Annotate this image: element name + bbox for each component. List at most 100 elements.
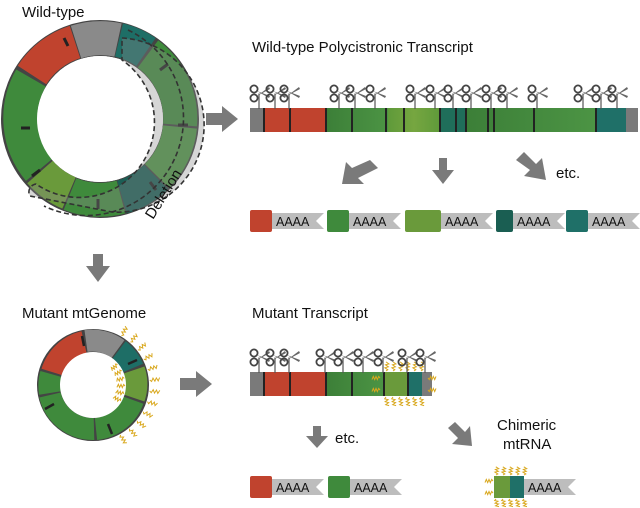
- squiggle-mark: [514, 498, 521, 508]
- arrow-down-right: [516, 152, 546, 180]
- mutant-genome-ring: [37, 325, 161, 444]
- scissors-icon: [265, 84, 286, 109]
- mutant-mrna-products: AAAA AAAA: [250, 476, 402, 498]
- scissors-icon: [415, 348, 436, 373]
- squiggle-mark: [507, 466, 514, 476]
- mutant-arrow-down: [306, 426, 328, 448]
- squiggle-mark: [514, 466, 521, 476]
- scissors-icon: [333, 348, 354, 373]
- mrna-product: AAAA: [566, 210, 640, 232]
- polya-tail-label: AAAA: [276, 215, 310, 229]
- etc-top-label: etc.: [556, 165, 580, 182]
- squiggle-mark: [147, 364, 158, 372]
- squiggle-mark: [371, 375, 381, 381]
- chimeric-tail: [524, 479, 576, 495]
- mutant-genome-title: Mutant mtGenome: [22, 305, 146, 322]
- arrow-down: [432, 158, 454, 184]
- ring-seg-green-right: [137, 40, 198, 127]
- ring-seg-olive-bottom: [27, 160, 77, 209]
- mrna-product: AAAA: [328, 476, 402, 498]
- squiggle-mark: [383, 361, 391, 372]
- mrna-product: AAAA: [250, 476, 324, 498]
- squiggle-mark: [110, 363, 118, 371]
- squiggle-mark: [390, 361, 398, 372]
- squiggle-mark: [484, 478, 494, 484]
- arrow-to-transcript: [206, 106, 238, 132]
- polya-tail-label: AAAA: [528, 481, 562, 495]
- deletion-region: [28, 37, 205, 213]
- mutant-arrow-chimeric: [448, 422, 472, 446]
- mrna-product: AAAA: [405, 210, 493, 232]
- polya-tail-label: AAAA: [354, 481, 388, 495]
- squiggle-mark: [136, 420, 147, 429]
- squiggle-mark: [411, 396, 418, 407]
- squiggle-mark: [500, 498, 507, 508]
- squiggle-mark: [149, 388, 161, 395]
- mutant-transcript-title: Mutant Transcript: [252, 305, 369, 322]
- mutant-scissors-row: [249, 348, 436, 373]
- squiggle-mark: [500, 466, 507, 476]
- scissors-icon: [527, 84, 548, 109]
- squiggle-mark: [521, 466, 528, 476]
- scissors-icon: [365, 84, 386, 109]
- wildtype-scissors-row: [249, 84, 628, 109]
- chimeric-mrna: AAAA: [484, 466, 576, 508]
- squiggle-mark: [404, 396, 411, 407]
- squiggle-mark: [404, 361, 412, 372]
- squiggle-mark: [507, 498, 514, 508]
- wildtype-transcript-title: Wild-type Polycistronic Transcript: [252, 39, 474, 56]
- squiggle-mark: [143, 353, 153, 361]
- squiggle-mark: [115, 389, 125, 396]
- ring-seg-green-bottom: [63, 177, 126, 217]
- etc-bottom-label: etc.: [335, 430, 359, 447]
- scissors-icon: [425, 84, 446, 109]
- squiggle-mark: [390, 396, 397, 407]
- scissors-icon: [279, 84, 300, 109]
- mrna-product: AAAA: [250, 210, 324, 232]
- scissors-icon: [353, 348, 374, 373]
- ring-seg-red: [17, 25, 81, 85]
- wt-split-arrows: [342, 152, 546, 184]
- scissors-icon: [573, 84, 594, 109]
- mrna-product: AAAA: [327, 210, 401, 232]
- arrow-to-mutant-transcript: [180, 371, 212, 397]
- squiggle-mark: [484, 490, 494, 496]
- squiggle-mark: [128, 428, 138, 437]
- squiggle-mark: [116, 376, 125, 383]
- mutant-transcript-bar: [250, 361, 437, 407]
- scissors-icon: [443, 84, 464, 109]
- squiggle-mark: [114, 369, 122, 376]
- scissors-icon: [397, 348, 418, 373]
- ring-seg-teal-top: [114, 23, 156, 67]
- arrow-down-left: [342, 160, 378, 184]
- wildtype-genome-ring: [1, 20, 205, 218]
- squiggle-mark: [427, 375, 437, 381]
- squiggle-mark: [397, 396, 404, 407]
- squiggle-mark: [521, 498, 528, 508]
- squiggle-mark: [142, 410, 154, 419]
- polya-tail-label: AAAA: [353, 215, 387, 229]
- squiggle-mark: [493, 466, 500, 476]
- wildtype-mrna-products: AAAA AAAA AAAA AAAA AAAA: [250, 210, 640, 232]
- scissors-icon: [373, 348, 394, 373]
- polya-tail-label: AAAA: [517, 215, 551, 229]
- chimeric-label-line2: mtRNA: [503, 436, 551, 453]
- scissors-icon: [405, 84, 426, 109]
- squiggle-mark: [137, 342, 147, 351]
- scissors-icon: [279, 348, 300, 373]
- scissors-icon: [607, 84, 628, 109]
- squiggle-mark: [119, 434, 127, 444]
- squiggle-mark: [147, 400, 158, 407]
- squiggle-mark: [397, 361, 405, 372]
- squiggle-mark: [418, 396, 425, 407]
- scissors-icon: [345, 84, 366, 109]
- ring-seg-gray-top: [70, 21, 122, 59]
- squiggle-mark: [120, 325, 129, 337]
- squiggle-mark: [383, 396, 390, 407]
- mrna-product: AAAA: [496, 210, 565, 232]
- squiggle-mark: [130, 333, 138, 343]
- polya-tail-label: AAAA: [592, 215, 626, 229]
- squiggle-mark: [427, 387, 437, 393]
- arrow-to-mutant-genome: [86, 254, 110, 282]
